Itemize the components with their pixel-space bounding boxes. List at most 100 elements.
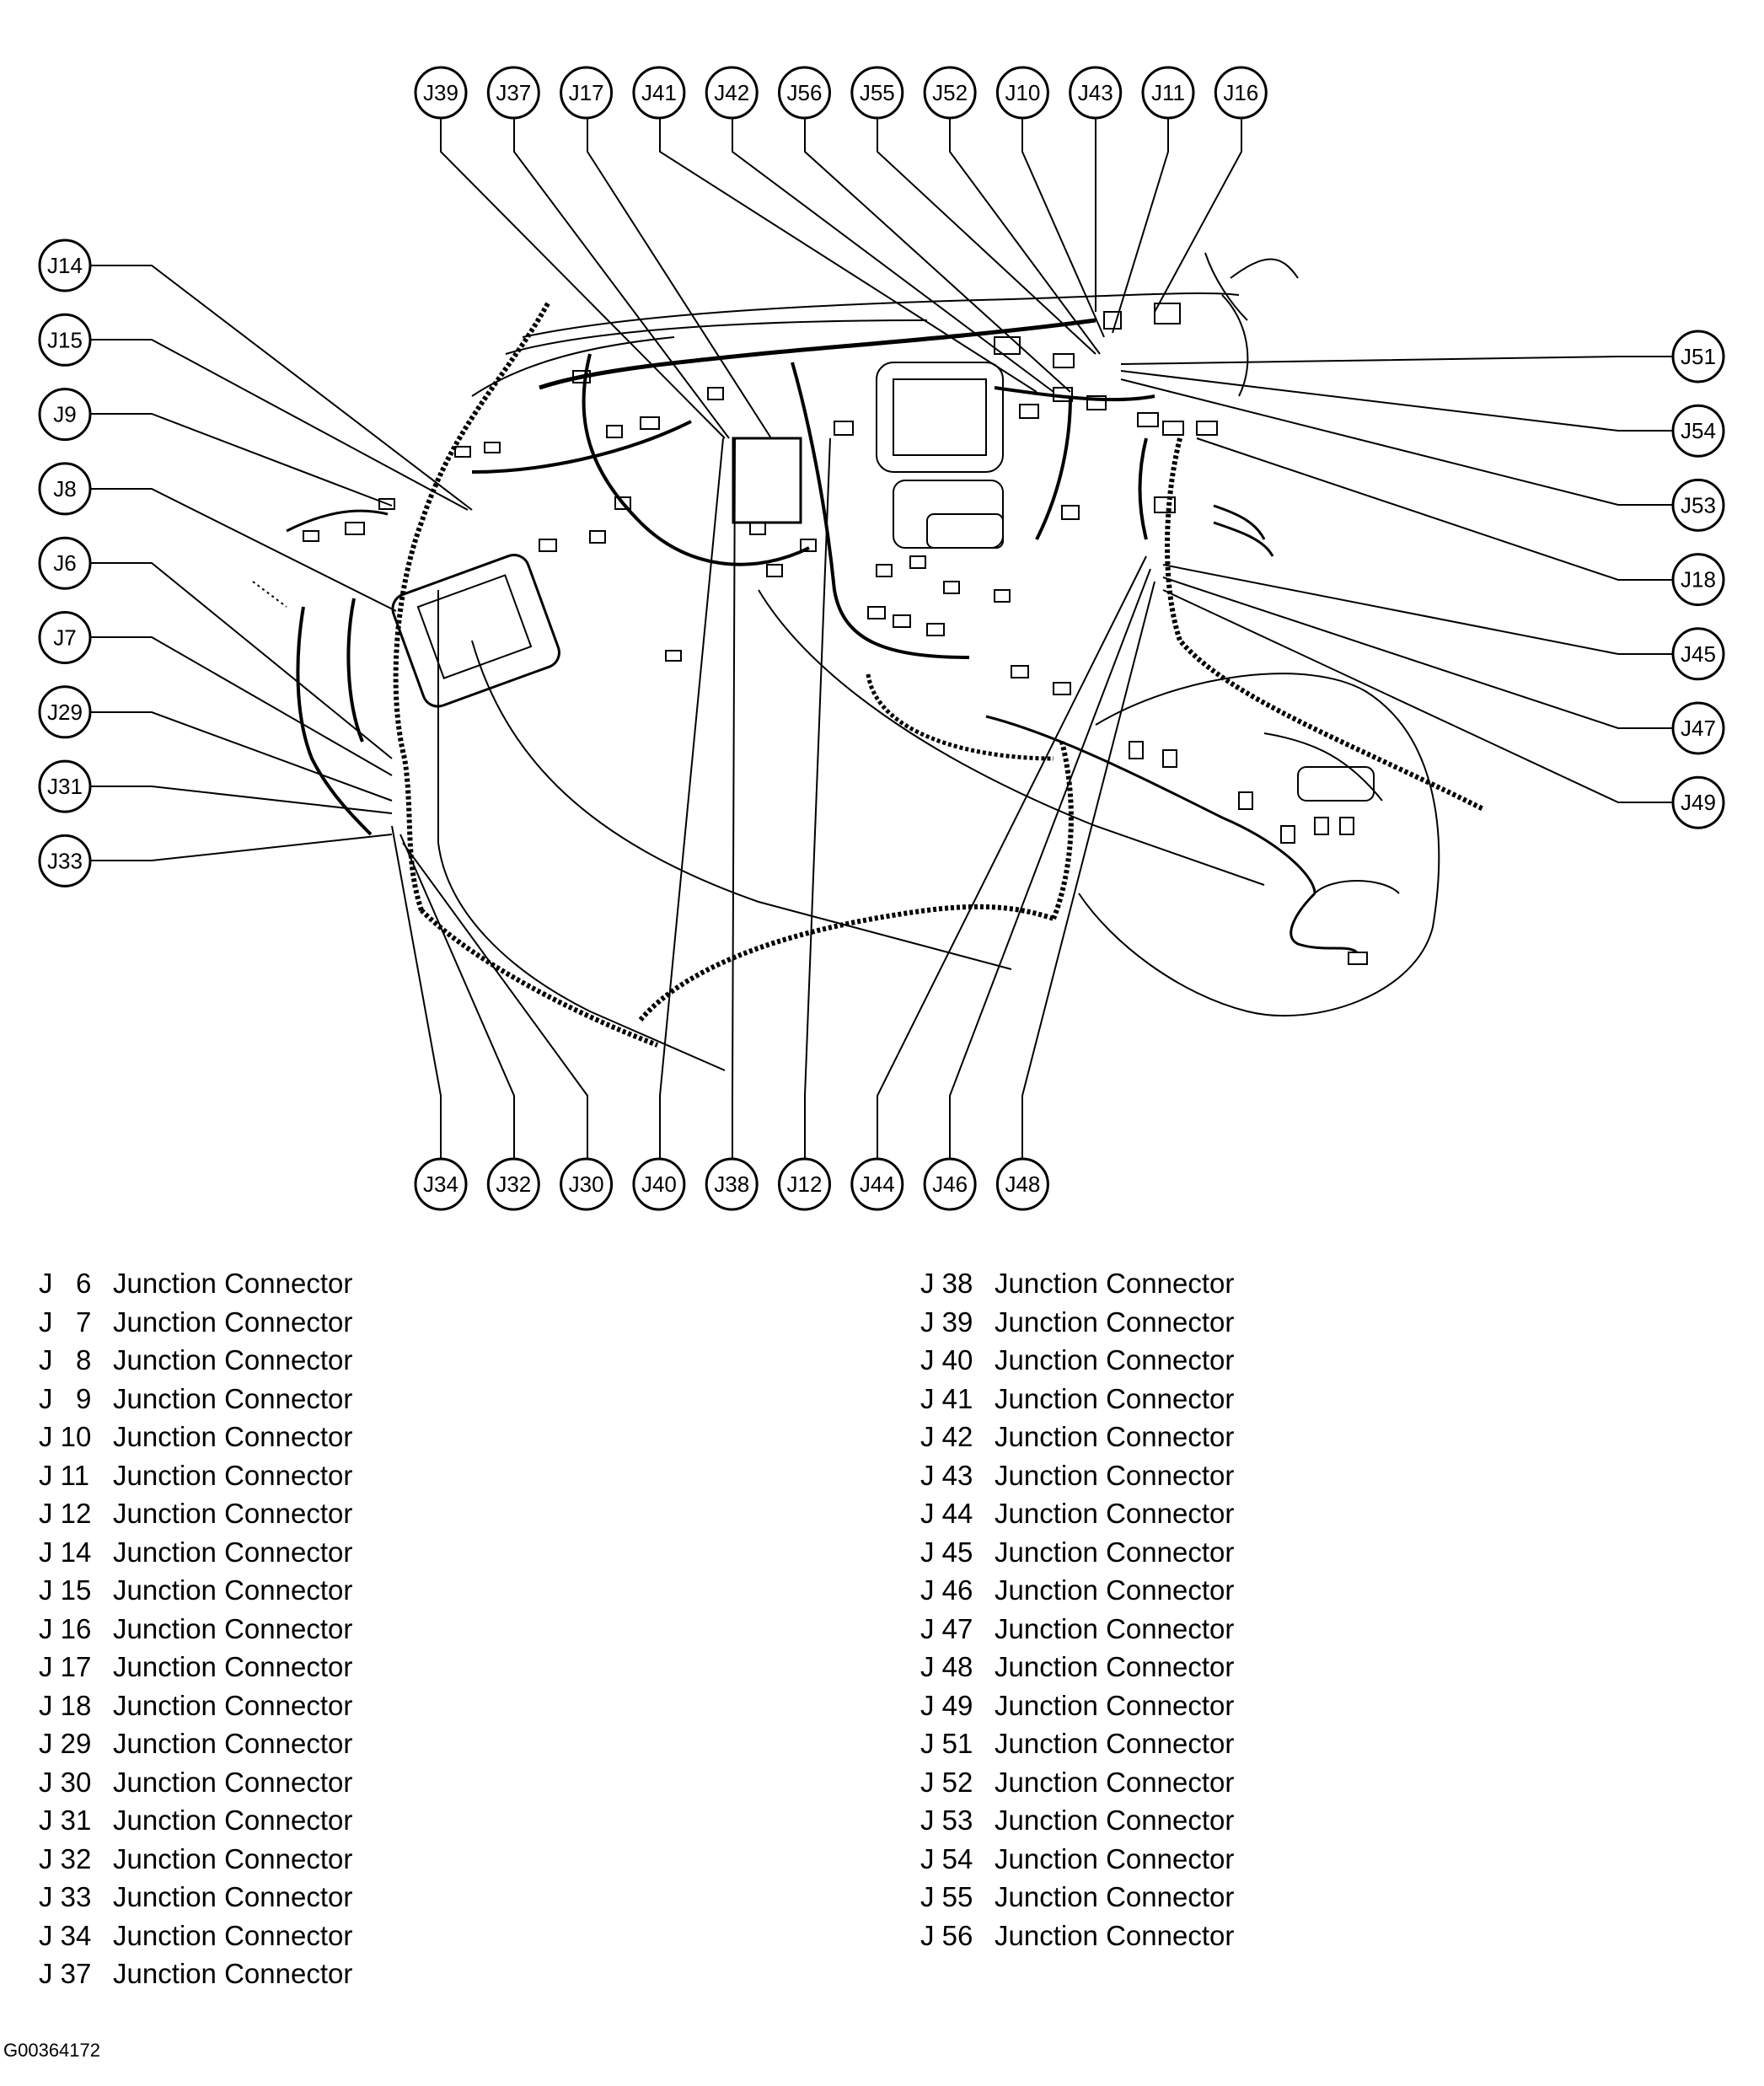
callout-circle [632, 66, 686, 120]
callout-label: J48 [1005, 1172, 1040, 1197]
callout-label: J37 [496, 80, 531, 105]
legend-code: J 38 [920, 1268, 973, 1299]
callout-label: J10 [1005, 80, 1040, 105]
legend-row: J 7 Junction Connector [39, 1303, 352, 1342]
legend-description: Junction Connector [113, 1536, 353, 1568]
callout-j16: J16 [1214, 66, 1268, 120]
legend-description: Junction Connector [995, 1842, 1235, 1874]
callout-j18: J18 [1671, 553, 1725, 607]
legend-description: Junction Connector [113, 1306, 353, 1338]
callout-j29: J29 [38, 685, 92, 739]
legend-code: J 8 [39, 1344, 92, 1375]
callout-label: J7 [53, 625, 76, 651]
legend-description: Junction Connector [113, 1842, 353, 1874]
legend-code: J 15 [39, 1574, 92, 1606]
legend-description: Junction Connector [113, 1804, 353, 1836]
legend-row: J 34 Junction Connector [39, 1917, 352, 1955]
callout-j41: J41 [632, 66, 686, 120]
callout-label: J53 [1681, 492, 1716, 517]
legend-description: Junction Connector [113, 1958, 353, 1989]
callout-j33: J33 [38, 834, 92, 887]
figure-id: G00364172 [3, 2040, 100, 2061]
callout-circle [923, 1157, 977, 1211]
legend-description: Junction Connector [113, 1766, 353, 1798]
callout-circle [1069, 66, 1123, 120]
legend-code: J 32 [39, 1842, 92, 1874]
callout-label: J29 [47, 700, 83, 725]
legend-code: J 14 [39, 1536, 92, 1568]
callout-label: J56 [787, 80, 823, 105]
legend-code: J 49 [920, 1689, 973, 1721]
callout-label: J46 [932, 1172, 968, 1197]
callout-label: J32 [496, 1172, 531, 1197]
callout-j11: J11 [1141, 66, 1195, 120]
legend-code: J 7 [39, 1306, 92, 1338]
callout-label: J44 [860, 1172, 895, 1197]
callout-j47: J47 [1671, 701, 1725, 755]
legend-description: Junction Connector [113, 1881, 353, 1912]
callout-label: J17 [569, 80, 604, 105]
legend-description: Junction Connector [113, 1459, 353, 1491]
callout-label: J42 [714, 80, 749, 105]
callout-leaders [86, 114, 1677, 1163]
legend-code: J 29 [39, 1728, 92, 1759]
legend-code: J 46 [920, 1574, 973, 1606]
callout-label: J9 [53, 402, 76, 427]
callout-circle [486, 66, 540, 120]
callout-circle [850, 1157, 904, 1211]
callout-circle [778, 1157, 831, 1211]
legend-description: Junction Connector [113, 1919, 353, 1951]
callout-label: J52 [932, 80, 968, 105]
legend-code: J 45 [920, 1536, 973, 1568]
callout-circle [1671, 627, 1725, 681]
legend-code: J 47 [920, 1612, 973, 1644]
legend-code: J 34 [39, 1919, 92, 1951]
legend-code: J 17 [39, 1651, 92, 1682]
callout-circle [414, 1157, 468, 1211]
callout-j54: J54 [1671, 404, 1725, 458]
callout-circle [705, 66, 759, 120]
callout-label: J54 [1681, 418, 1716, 443]
callout-circle [923, 66, 977, 120]
callout-j43: J43 [1069, 66, 1123, 120]
legend-code: J 12 [39, 1498, 92, 1529]
callout-circle [38, 759, 92, 813]
callout-j48: J48 [995, 1157, 1049, 1211]
callout-circle [1671, 404, 1725, 458]
legend-description: Junction Connector [995, 1382, 1235, 1414]
callout-label: J16 [1223, 80, 1258, 105]
callout-label: J51 [1681, 344, 1716, 369]
callout-circle [38, 239, 92, 292]
legend-description: Junction Connector [995, 1421, 1235, 1452]
callout-j40: J40 [632, 1157, 686, 1211]
callout-j9: J9 [38, 388, 92, 442]
callout-label: J55 [860, 80, 895, 105]
legend-description: Junction Connector [995, 1612, 1235, 1644]
callout-j55: J55 [850, 66, 904, 120]
legend-code: J 10 [39, 1421, 92, 1452]
callout-j44: J44 [850, 1157, 904, 1211]
callout-circle [560, 66, 614, 120]
callout-label: J30 [569, 1172, 604, 1197]
callout-j52: J52 [923, 66, 977, 120]
legend-code: J 43 [920, 1459, 973, 1491]
callout-j6: J6 [38, 536, 92, 590]
legend-description: Junction Connector [113, 1612, 353, 1644]
callout-label: J40 [641, 1172, 677, 1197]
callout-label: J38 [714, 1172, 749, 1197]
callout-circle [850, 66, 904, 120]
callout-label: J34 [423, 1172, 458, 1197]
